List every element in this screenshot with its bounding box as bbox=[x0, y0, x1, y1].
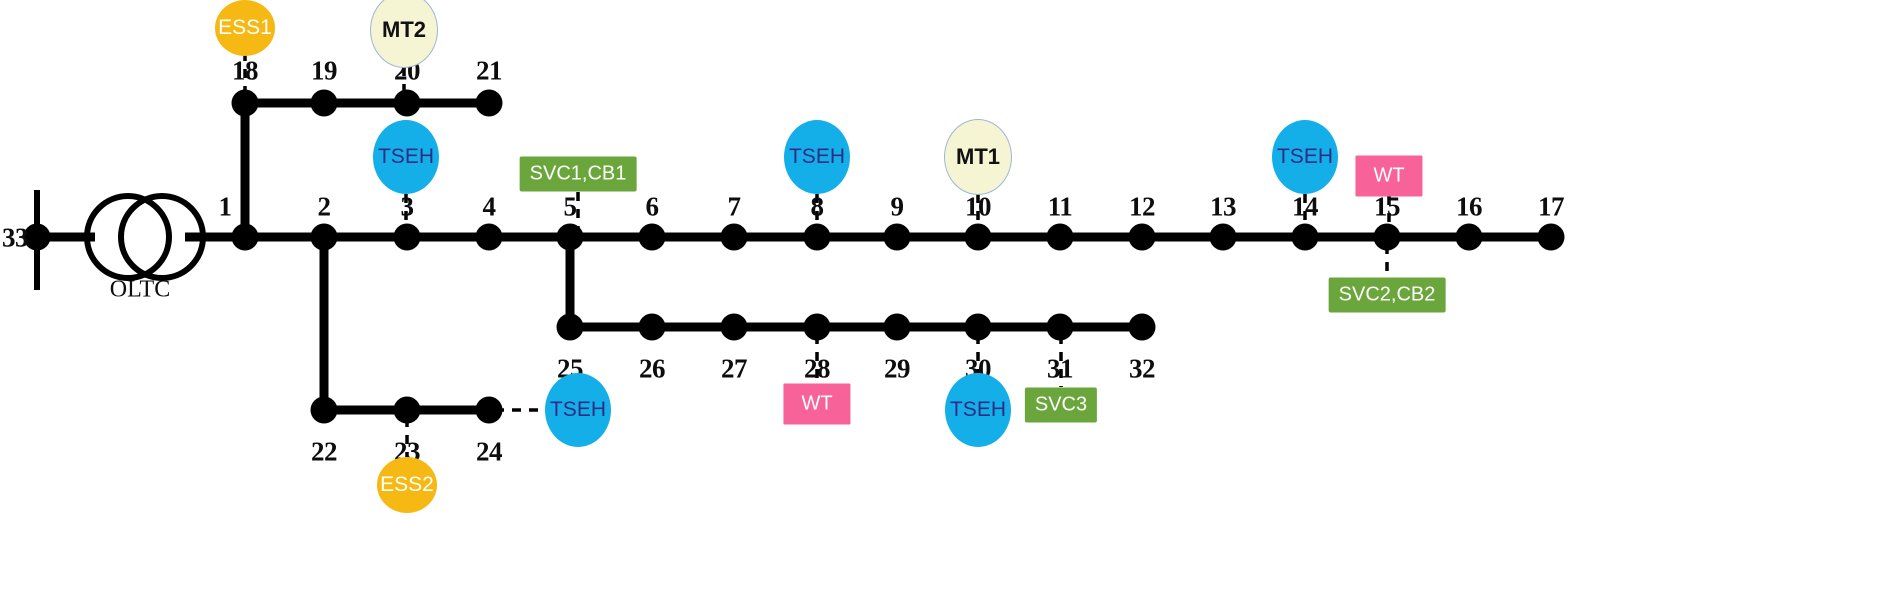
bus-node-markers bbox=[23, 89, 1565, 424]
bus-label-11: 11 bbox=[1047, 191, 1073, 222]
bus-node-10[interactable] bbox=[964, 223, 992, 251]
bus-label-7: 7 bbox=[727, 191, 742, 222]
bus-node-28[interactable] bbox=[803, 313, 831, 341]
bus-label-5: 5 bbox=[563, 191, 578, 222]
device-mt1[interactable]: MT1 bbox=[944, 119, 1012, 195]
bus-label-31: 31 bbox=[1047, 353, 1074, 384]
bus-label-10: 10 bbox=[965, 191, 992, 222]
oltc-transformer-icon bbox=[84, 193, 206, 281]
device-ess2[interactable]: ESS2 bbox=[377, 457, 437, 513]
bus-label-16: 16 bbox=[1456, 191, 1483, 222]
bus-node-7[interactable] bbox=[720, 223, 748, 251]
device-svc2cb2[interactable]: SVC2,CB2 bbox=[1328, 277, 1446, 313]
device-tseh8[interactable]: TSEH bbox=[784, 120, 850, 194]
bus-label-14: 14 bbox=[1292, 191, 1319, 222]
bus-label-6: 6 bbox=[645, 191, 660, 222]
bus-node-6[interactable] bbox=[638, 223, 666, 251]
bus-node-2[interactable] bbox=[310, 223, 338, 251]
device-svc1cb1[interactable]: SVC1,CB1 bbox=[519, 156, 637, 192]
bus-label-29: 29 bbox=[884, 353, 911, 384]
bus-node-15[interactable] bbox=[1373, 223, 1401, 251]
bus-node-26[interactable] bbox=[638, 313, 666, 341]
bus-label-28: 28 bbox=[804, 353, 831, 384]
device-mt2[interactable]: MT2 bbox=[370, 0, 438, 68]
bus-label-15: 15 bbox=[1374, 191, 1401, 222]
bus-node-1[interactable] bbox=[231, 223, 259, 251]
bus-node-13[interactable] bbox=[1209, 223, 1237, 251]
bus-node-22[interactable] bbox=[310, 396, 338, 424]
bus-node-3[interactable] bbox=[393, 223, 421, 251]
bus-node-29[interactable] bbox=[883, 313, 911, 341]
bus-label-12: 12 bbox=[1129, 191, 1156, 222]
bus-label-32: 32 bbox=[1129, 353, 1156, 384]
device-tseh25[interactable]: TSEH bbox=[545, 373, 611, 447]
device-tseh30[interactable]: TSEH bbox=[945, 373, 1011, 447]
bus-node-17[interactable] bbox=[1537, 223, 1565, 251]
bus-node-16[interactable] bbox=[1455, 223, 1483, 251]
bus-label-8: 8 bbox=[810, 191, 825, 222]
bus-node-14[interactable] bbox=[1291, 223, 1319, 251]
bus-node-23[interactable] bbox=[393, 396, 421, 424]
bus-label-19: 19 bbox=[311, 55, 338, 86]
bus-node-19[interactable] bbox=[310, 89, 338, 117]
bus-node-30[interactable] bbox=[964, 313, 992, 341]
bus-node-24[interactable] bbox=[475, 396, 503, 424]
bus-node-21[interactable] bbox=[475, 89, 503, 117]
bus-node-32[interactable] bbox=[1128, 313, 1156, 341]
device-wt28[interactable]: WT bbox=[783, 383, 851, 425]
bus-node-8[interactable] bbox=[803, 223, 831, 251]
bus-node-20[interactable] bbox=[393, 89, 421, 117]
bus-label-2: 2 bbox=[317, 191, 332, 222]
bus-label-21: 21 bbox=[476, 55, 503, 86]
bus-node-31[interactable] bbox=[1046, 313, 1074, 341]
bus-node-33[interactable] bbox=[23, 223, 51, 251]
device-tseh3[interactable]: TSEH bbox=[373, 120, 439, 194]
bus-node-5[interactable] bbox=[556, 223, 584, 251]
bus-label-17: 17 bbox=[1538, 191, 1565, 222]
bus-node-27[interactable] bbox=[720, 313, 748, 341]
device-ess1[interactable]: ESS1 bbox=[215, 0, 275, 56]
device-wt15[interactable]: WT bbox=[1355, 155, 1423, 197]
bus-label-18: 18 bbox=[232, 55, 259, 86]
bus-node-9[interactable] bbox=[883, 223, 911, 251]
bus-node-18[interactable] bbox=[231, 89, 259, 117]
oltc-label: OLTC bbox=[109, 276, 171, 303]
bus-node-11[interactable] bbox=[1046, 223, 1074, 251]
bus-label-22: 22 bbox=[311, 436, 338, 467]
bus-label-33: 33 bbox=[2, 222, 29, 253]
device-svc3[interactable]: SVC3 bbox=[1024, 387, 1098, 423]
bus-label-1: 1 bbox=[218, 191, 233, 222]
bus-label-26: 26 bbox=[639, 353, 666, 384]
bus-label-24: 24 bbox=[476, 436, 503, 467]
bus-label-27: 27 bbox=[721, 353, 748, 384]
bus-label-3: 3 bbox=[400, 191, 415, 222]
bus-label-13: 13 bbox=[1210, 191, 1237, 222]
bus-node-25[interactable] bbox=[556, 313, 584, 341]
bus-label-4: 4 bbox=[482, 191, 497, 222]
bus-label-9: 9 bbox=[890, 191, 905, 222]
bus-node-12[interactable] bbox=[1128, 223, 1156, 251]
bus-node-4[interactable] bbox=[475, 223, 503, 251]
device-tseh14[interactable]: TSEH bbox=[1272, 120, 1338, 194]
